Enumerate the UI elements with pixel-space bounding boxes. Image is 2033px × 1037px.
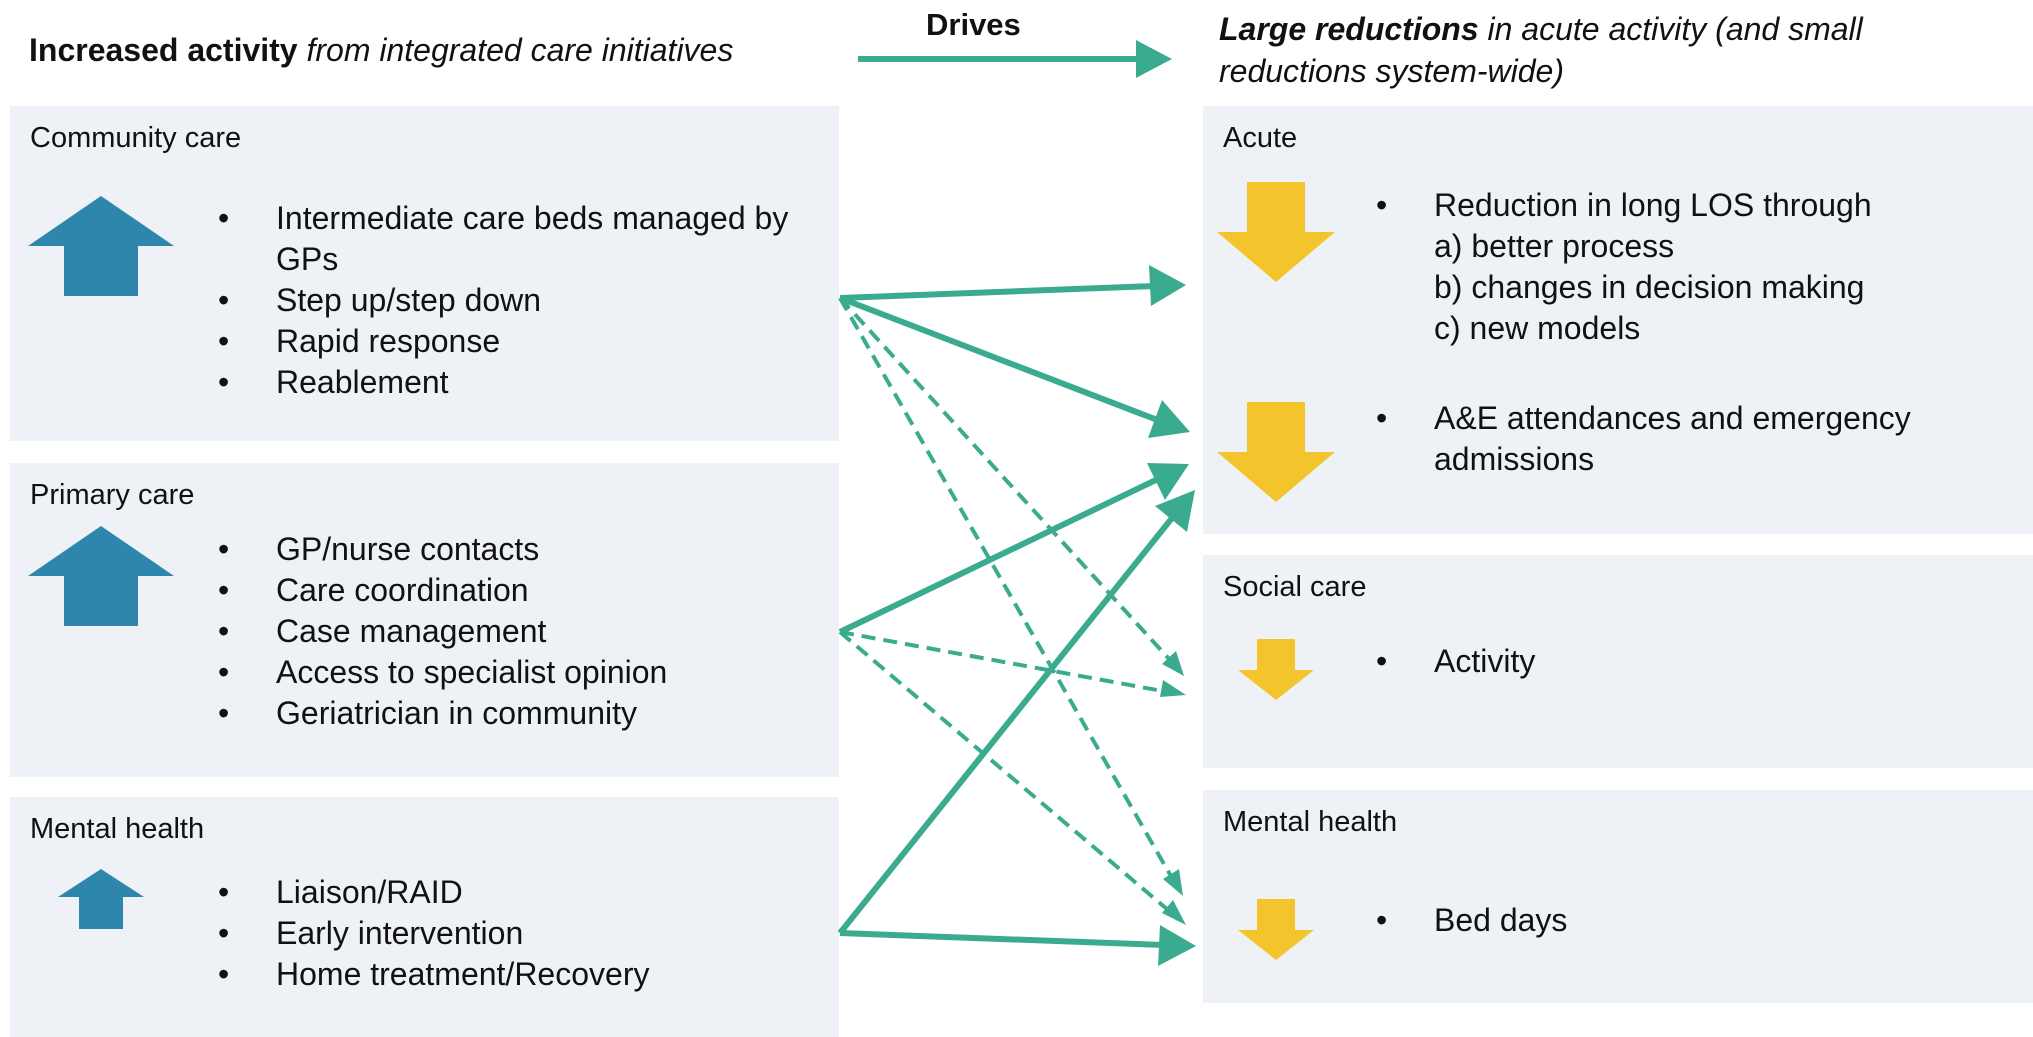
sub-item: b) changes in decision making	[1434, 269, 1865, 305]
item-text: Early intervention	[276, 915, 524, 951]
sub-item: c) new models	[1434, 310, 1641, 346]
left-heading: Increased activity from integrated care …	[29, 29, 733, 71]
list-item: • GP/nurse contacts	[218, 529, 838, 570]
acute-list-ae: • A&E attendances and emergency admission…	[1376, 398, 2016, 480]
drives-arrow	[858, 40, 1172, 78]
bullet: •	[218, 200, 230, 236]
item-text: Reduction in long LOS through	[1434, 187, 1872, 223]
list-item: • Bed days	[1376, 900, 2016, 941]
bullet: •	[218, 874, 230, 910]
down-arrow-icon	[1217, 402, 1335, 502]
bullet: •	[218, 364, 230, 400]
item-text: Home treatment/Recovery	[276, 956, 650, 992]
down-arrow-icon	[1238, 899, 1314, 960]
sub-item: a) better process	[1434, 228, 1675, 264]
acute-box: Acute • Reduction in long LOS through a) …	[1203, 106, 2033, 534]
list-item: • Rapid response	[218, 321, 838, 362]
connector-community-to-mental-health	[838, 297, 1183, 896]
list-item: • Care coordination	[218, 570, 838, 611]
connector-primary-to-acute-ae	[838, 463, 1189, 635]
acute-list-los: • Reduction in long LOS through a) better…	[1376, 185, 2016, 349]
list-item: • Liaison/RAID	[218, 872, 838, 913]
bullet: •	[218, 282, 230, 318]
item-text: Rapid response	[276, 323, 501, 359]
bullet: •	[218, 531, 230, 567]
mental-health-left-box: Mental health • Liaison/RAID • Early inter…	[10, 797, 839, 1037]
list-item: • Reablement	[218, 362, 838, 403]
community-care-title: Community care	[30, 122, 242, 154]
list-item: • Intermediate care beds managed by GPs	[218, 198, 838, 280]
bullet: •	[218, 695, 230, 731]
bullet: •	[218, 956, 230, 992]
left-heading-rest: from integrated care initiatives	[297, 32, 734, 68]
item-text: Care coordination	[276, 572, 529, 608]
up-arrow-icon	[28, 196, 174, 296]
social-care-title: Social care	[1223, 571, 1367, 603]
list-item: • A&E attendances and emergency admission…	[1376, 398, 2016, 480]
right-heading-bold: Large reductions	[1219, 11, 1479, 47]
bullet: •	[1376, 902, 1388, 938]
mental-health-right-title: Mental health	[1223, 806, 1398, 838]
item-text: A&E attendances and emergency admissions	[1434, 400, 1911, 477]
connector-mental-health-to-mental-health	[839, 925, 1196, 966]
item-text: Intermediate care beds managed by GPs	[276, 200, 789, 277]
social-care-box: Social care • Activity	[1203, 555, 2033, 768]
mental-health-left-title: Mental health	[30, 813, 205, 845]
list-item: • Geriatrician in community	[218, 693, 838, 734]
down-arrow-icon	[1217, 182, 1335, 282]
list-item: • Access to specialist opinion	[218, 652, 838, 693]
item-text: Geriatrician in community	[276, 695, 637, 731]
mental-health-right-list: • Bed days	[1376, 900, 2016, 941]
up-arrow-icon	[28, 526, 174, 626]
right-heading-rest-line2: reductions system-wide)	[1219, 53, 1564, 89]
bullet: •	[218, 323, 230, 359]
item-text: Reablement	[276, 364, 449, 400]
community-care-box: Community care • Intermediate care beds m…	[10, 106, 839, 441]
bullet: •	[218, 572, 230, 608]
list-item: • Step up/step down	[218, 280, 838, 321]
right-heading: Large reductions in acute activity (and …	[1219, 8, 1863, 92]
item-text: Access to specialist opinion	[276, 654, 668, 690]
drives-label: Drives	[926, 7, 1021, 42]
bullet: •	[218, 915, 230, 951]
item-text: Activity	[1434, 643, 1536, 679]
list-item: • Reduction in long LOS through a) better…	[1376, 185, 2016, 349]
list-item: • Case management	[218, 611, 838, 652]
connector-primary-to-mental-health	[838, 630, 1186, 925]
bullet: •	[1376, 187, 1388, 223]
list-item: • Activity	[1376, 641, 2016, 682]
up-arrow-icon	[58, 869, 144, 929]
item-text: Case management	[276, 613, 547, 649]
mental-health-right-box: Mental health • Bed days	[1203, 790, 2033, 1003]
list-item: • Early intervention	[218, 913, 838, 954]
primary-care-box: Primary care • GP/nurse contacts • Care co…	[10, 463, 839, 777]
down-arrow-icon	[1238, 639, 1314, 700]
bullet: •	[1376, 400, 1388, 436]
item-text: Step up/step down	[276, 282, 542, 318]
connector-community-to-acute-ae	[838, 295, 1190, 438]
item-text: Bed days	[1434, 902, 1568, 938]
list-item: • Home treatment/Recovery	[218, 954, 838, 995]
item-text: GP/nurse contacts	[276, 531, 540, 567]
right-heading-rest-line1: in acute activity (and small	[1478, 11, 1863, 47]
left-heading-bold: Increased activity	[29, 32, 298, 68]
bullet: •	[1376, 643, 1388, 679]
acute-title: Acute	[1223, 122, 1298, 154]
connector-primary-to-social-care	[839, 630, 1186, 697]
bullet: •	[218, 613, 230, 649]
primary-care-list: • GP/nurse contacts • Care coordination • C…	[218, 529, 838, 734]
social-care-list: • Activity	[1376, 641, 2016, 682]
bullet: •	[218, 654, 230, 690]
connector-community-to-acute-los	[839, 265, 1186, 306]
connector-mental-health-to-acute-ae	[837, 490, 1195, 935]
connector-community-to-social-care	[838, 296, 1184, 676]
mental-health-left-list: • Liaison/RAID • Early intervention • Home …	[218, 872, 838, 995]
item-text: Liaison/RAID	[276, 874, 463, 910]
primary-care-title: Primary care	[30, 479, 195, 511]
community-care-list: • Intermediate care beds managed by GPs •…	[218, 198, 838, 403]
